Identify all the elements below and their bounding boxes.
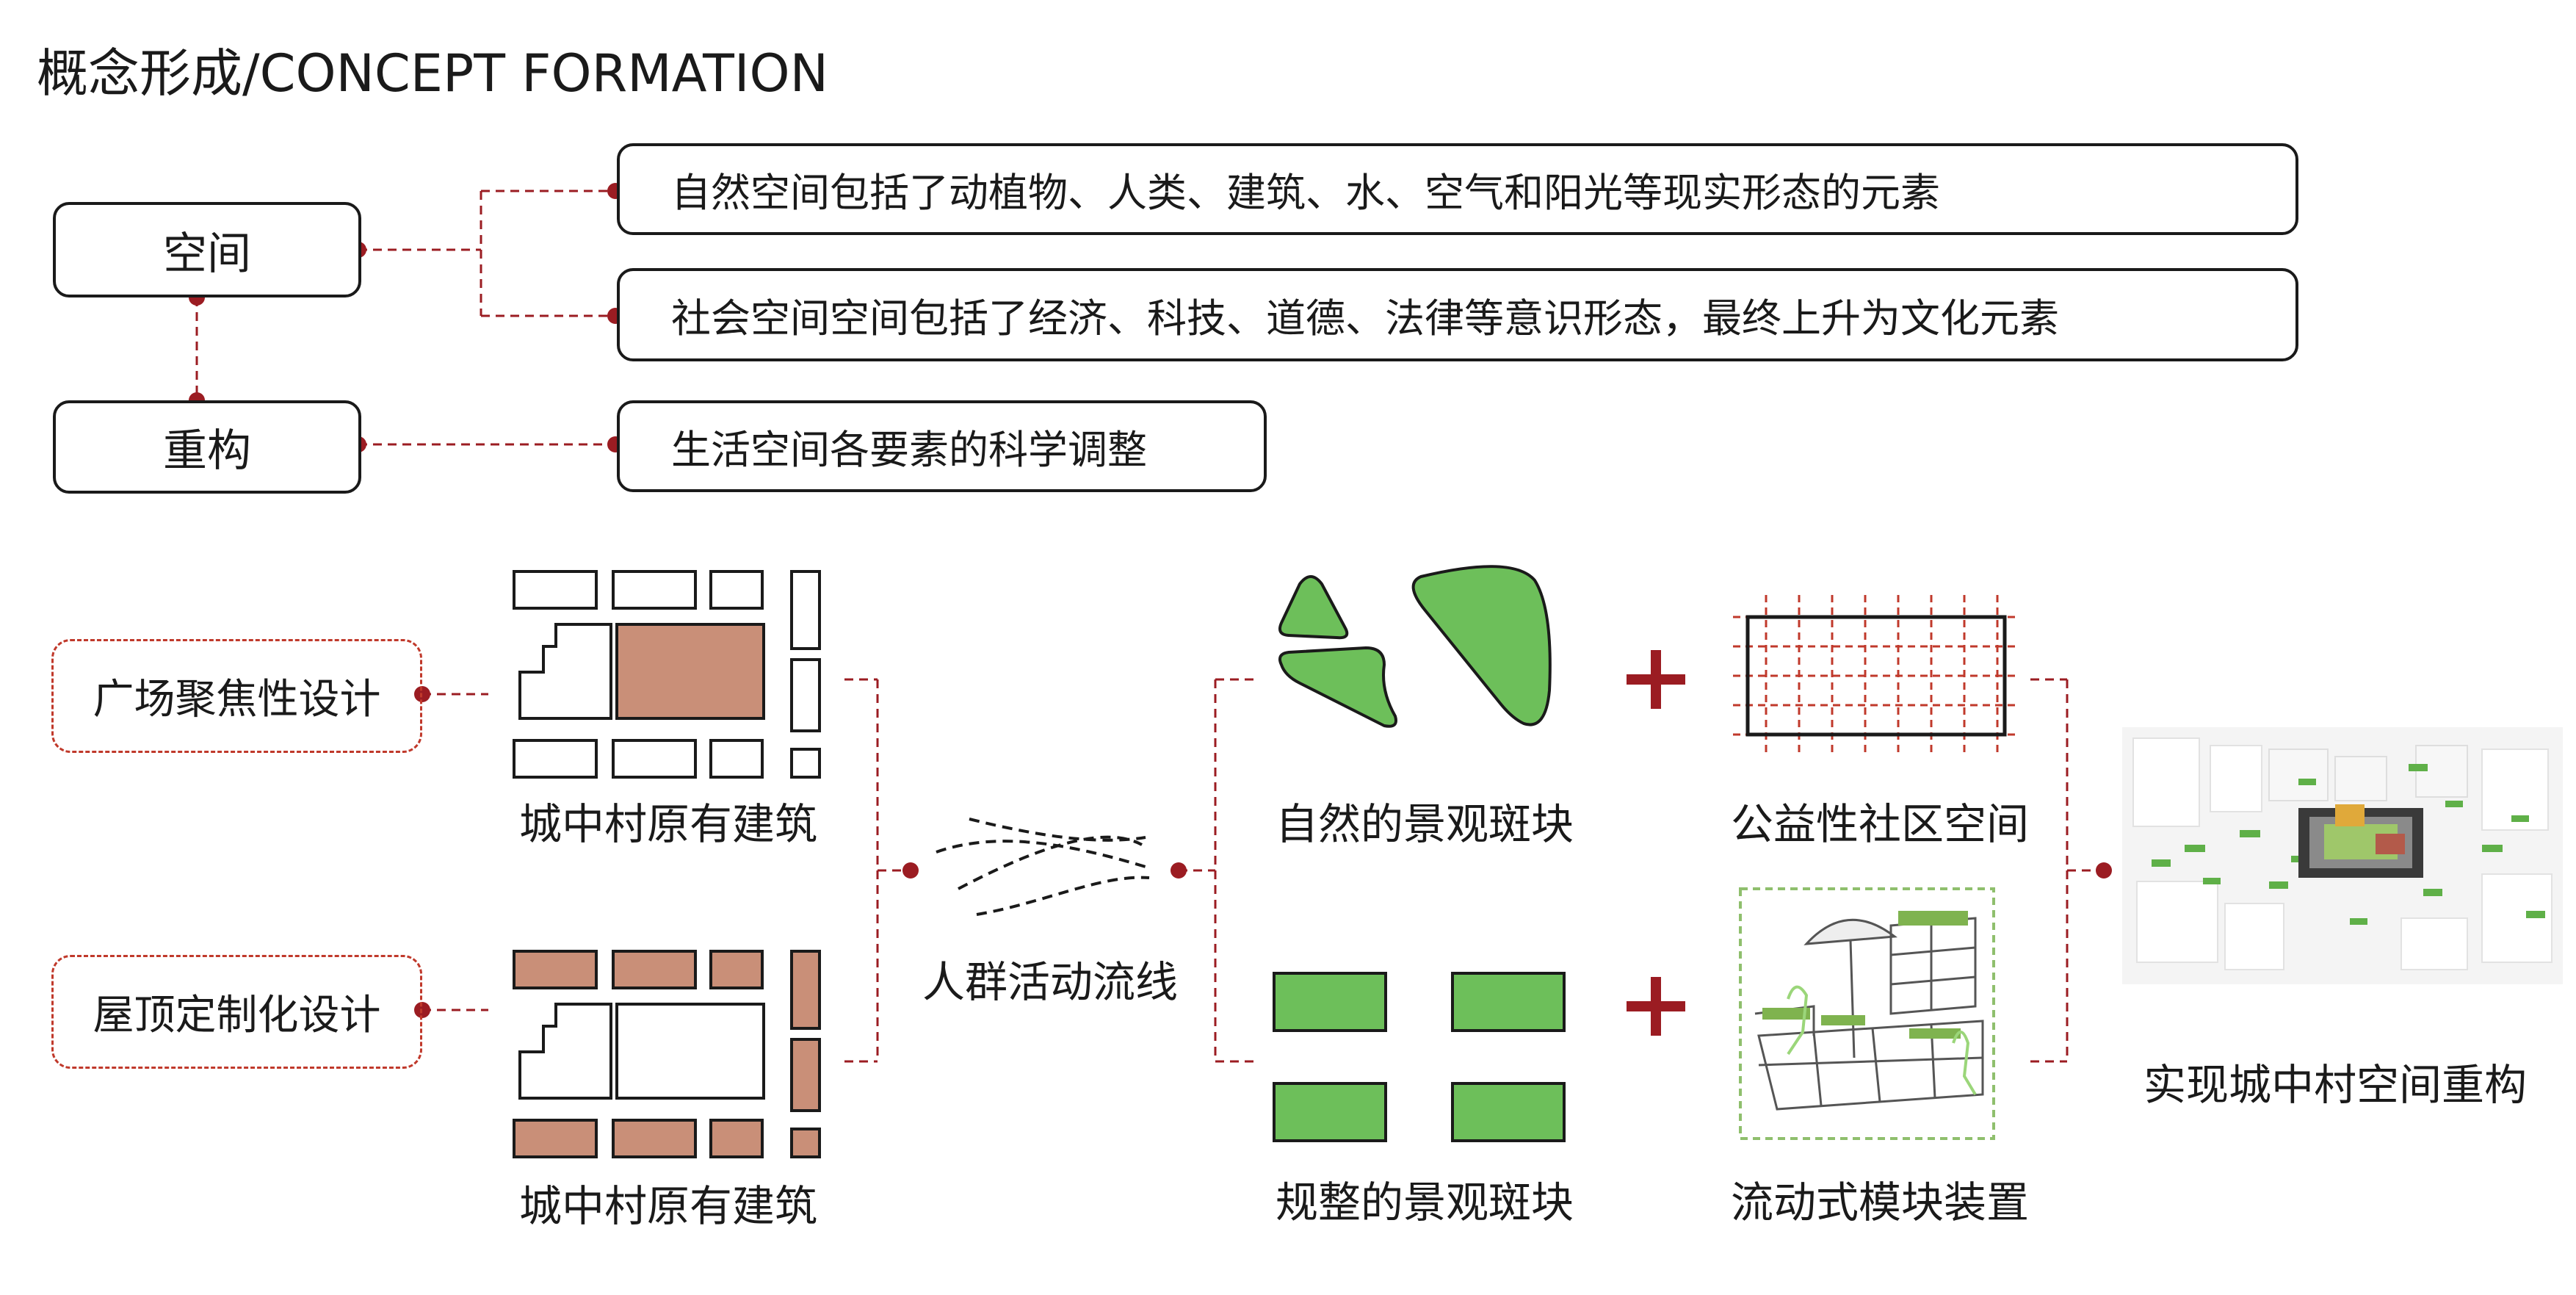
roof-grid-icon	[513, 950, 821, 1158]
label-public-space: 公益性社区空间	[1730, 799, 2029, 849]
label-village-buildings-top: 城中村原有建筑	[518, 799, 817, 849]
statement-natural-box: 自然空间包括了动植物、人类、建筑、水、空气和阳光等现实形态的元素	[617, 143, 2298, 235]
grid-space-icon	[1733, 595, 2019, 757]
label-village-buildings-bottom: 城中村原有建筑	[518, 1181, 817, 1231]
label-natural-patches: 自然的景观斑块	[1275, 799, 1574, 849]
concept-space-label: 空间	[163, 228, 251, 280]
regular-patch-icon	[1273, 972, 1566, 1142]
aerial-model-icon	[2122, 727, 2563, 984]
crowd-flow-icon	[936, 818, 1150, 916]
plaza-grid-icon	[513, 570, 821, 779]
label-result: 实现城中村空间重构	[2143, 1060, 2527, 1110]
concept-connectors	[195, 190, 615, 446]
statement-social-text: 社会空间空间包括了经济、科技、道德、法律等意识形态，最终上升为文化元素	[671, 295, 2059, 342]
design-plaza-box: 广场聚焦性设计	[51, 639, 422, 753]
page-title: 概念形成/CONCEPT FORMATION	[37, 43, 828, 104]
concept-reconstruct-box: 重构	[53, 400, 361, 494]
module-device-icon	[1739, 887, 1995, 1140]
statement-social-box: 社会空间空间包括了经济、科技、道德、法律等意识形态，最终上升为文化元素	[617, 268, 2298, 361]
label-crowd-flow: 人群活动流线	[922, 957, 1178, 1007]
plus-icon	[1627, 650, 1685, 1036]
flow-dots	[414, 686, 2112, 1018]
concept-space-box: 空间	[53, 202, 361, 297]
statement-living-box: 生活空间各要素的科学调整	[617, 400, 1267, 492]
statement-living-text: 生活空间各要素的科学调整	[671, 427, 1147, 473]
label-regular-patches: 规整的景观斑块	[1275, 1177, 1574, 1227]
design-roof-label: 屋顶定制化设计	[93, 992, 381, 1039]
label-modular-device: 流动式模块装置	[1730, 1177, 2029, 1227]
natural-patch-icon	[1278, 565, 1552, 728]
statement-natural-text: 自然空间包括了动植物、人类、建筑、水、空气和阳光等现实形态的元素	[671, 170, 1940, 216]
design-plaza-label: 广场聚焦性设计	[93, 676, 381, 724]
design-roof-box: 屋顶定制化设计	[51, 955, 422, 1069]
concept-reconstruct-label: 重构	[163, 425, 251, 477]
flow-connectors	[422, 678, 2104, 1063]
